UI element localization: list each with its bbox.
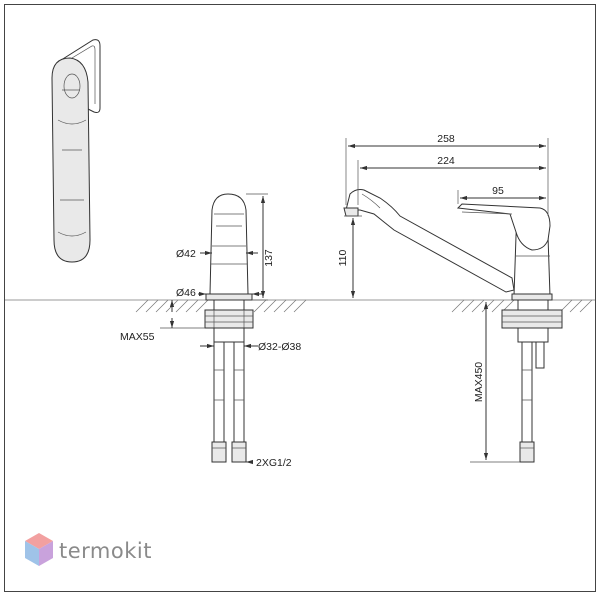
countertop-hatch-left <box>135 299 307 313</box>
dim-d46: Ø46 <box>176 287 196 299</box>
dim-max55: MAX55 <box>120 331 155 343</box>
dim-95: 95 <box>492 185 504 197</box>
logo-text: termokit <box>59 539 152 563</box>
dim-258: 258 <box>437 133 455 145</box>
side-view-dimensions <box>160 193 268 465</box>
logo-cube-left-face <box>25 541 39 566</box>
dim-max450: MAX450 <box>473 362 485 402</box>
dim-d32-d38: Ø32-Ø38 <box>258 341 301 353</box>
drawing-border <box>4 4 596 592</box>
front-view <box>343 189 563 463</box>
dim-110: 110 <box>337 249 349 266</box>
dim-137: 137 <box>263 249 275 267</box>
front-view-dimensions <box>344 138 549 463</box>
dimension-labels: Ø42 137 Ø46 MAX55 Ø32-Ø38 2XG1/2 258 224… <box>120 133 504 469</box>
side-view <box>204 193 254 463</box>
dim-d42: Ø42 <box>176 248 196 260</box>
dim-224: 224 <box>437 155 455 167</box>
dim-2xg1-2: 2XG1/2 <box>256 457 292 469</box>
top-view <box>51 39 101 263</box>
termokit-logo: termokit <box>25 533 152 566</box>
logo-cube-right-face <box>39 541 53 566</box>
